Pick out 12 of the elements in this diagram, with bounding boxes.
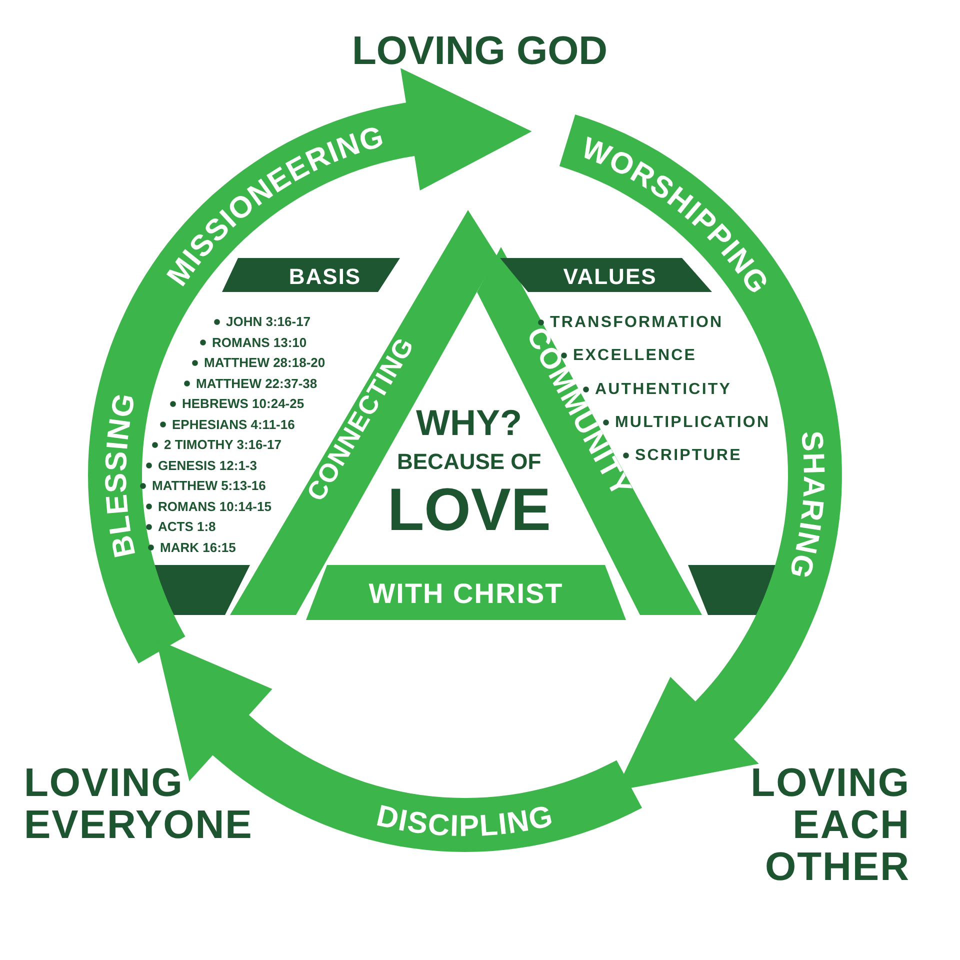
- heading-text: LOVING EACH OTHER: [750, 762, 910, 888]
- band-label: WITH CHRIST: [368, 578, 564, 609]
- list-item: MARK 16:15: [148, 540, 236, 556]
- segment-label: DISCIPLING: [373, 799, 557, 844]
- heading-text: LOVING GOD: [352, 30, 608, 72]
- center-text: WHY?: [416, 404, 522, 442]
- list-item: ROMANS 13:10: [200, 334, 307, 350]
- triangle-base-band: [306, 565, 626, 620]
- heading-text: LOVING EVERYONE: [24, 762, 254, 846]
- list-item: GENESIS 12:1-3: [146, 458, 257, 474]
- list-item: ROMANS 10:14-15: [146, 498, 272, 514]
- list-item: EPHESIANS 4:11-16: [160, 416, 295, 432]
